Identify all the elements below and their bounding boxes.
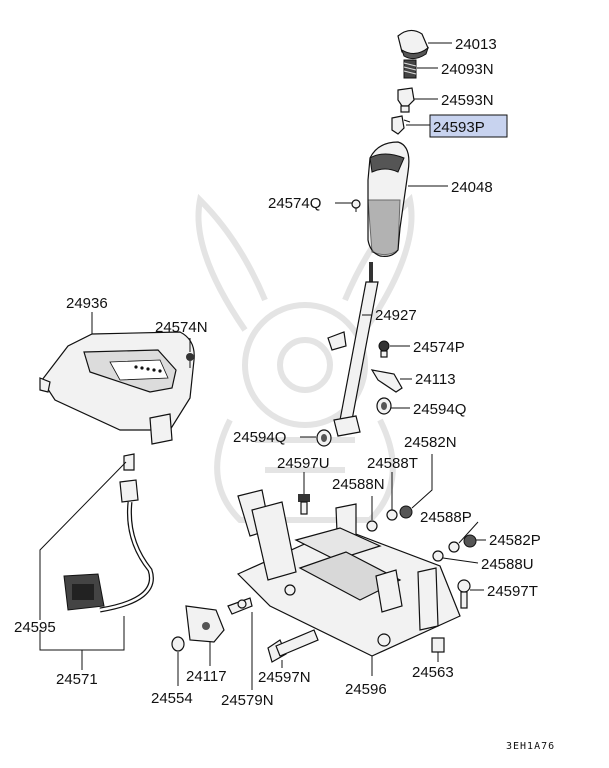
clip-part bbox=[391, 115, 411, 135]
screw-24574q-part bbox=[351, 199, 361, 212]
label-24588t[interactable]: 24588T bbox=[367, 455, 418, 472]
label-24593p[interactable]: 24593P bbox=[433, 119, 485, 136]
knob-button-part bbox=[397, 29, 429, 60]
label-24588n[interactable]: 24588N bbox=[332, 476, 385, 493]
label-24594q-right[interactable]: 24594Q bbox=[413, 401, 466, 418]
wiring-harness-part bbox=[63, 453, 154, 613]
diagram-code: 3EH1A76 bbox=[506, 741, 555, 752]
label-24597n[interactable]: 24597N bbox=[258, 669, 311, 686]
label-24013[interactable]: 24013 bbox=[455, 36, 497, 53]
nut-24588u-part bbox=[432, 550, 444, 562]
screw-24574n-part bbox=[186, 353, 194, 368]
label-24936[interactable]: 24936 bbox=[66, 295, 108, 312]
nut-24582n-part bbox=[399, 505, 413, 519]
label-24563[interactable]: 24563 bbox=[412, 664, 454, 681]
shift-lever-part bbox=[327, 262, 379, 437]
nut-24582p-part bbox=[463, 534, 477, 548]
label-24554[interactable]: 24554 bbox=[151, 690, 193, 707]
indicator-panel-part bbox=[39, 331, 195, 445]
label-24588u[interactable]: 24588U bbox=[481, 556, 534, 573]
shift-knob-part bbox=[367, 141, 410, 257]
bushing-left-part bbox=[316, 429, 332, 447]
label-24048[interactable]: 24048 bbox=[451, 179, 493, 196]
label-24579n[interactable]: 24579N bbox=[221, 692, 274, 709]
label-24574p[interactable]: 24574P bbox=[413, 339, 465, 356]
part-labels: 24013 24093N 24593N 24593P 24048 24574Q … bbox=[14, 36, 555, 752]
watermark-emblem bbox=[195, 193, 415, 523]
cap-24563-part bbox=[431, 637, 445, 653]
label-24571[interactable]: 24571 bbox=[56, 671, 98, 688]
label-24582p[interactable]: 24582P bbox=[489, 532, 541, 549]
label-24582n[interactable]: 24582N bbox=[404, 434, 457, 451]
washer-24554-part bbox=[171, 636, 185, 652]
bolt-24574p-part bbox=[378, 340, 390, 358]
nut-24588t-part bbox=[386, 509, 398, 521]
label-24597t[interactable]: 24597T bbox=[487, 583, 538, 600]
bolt-24597t-part bbox=[457, 579, 471, 609]
bracket-24117-part bbox=[185, 605, 225, 643]
bolt-24597u-part bbox=[298, 494, 310, 515]
spring-part bbox=[403, 59, 417, 79]
pin-24579n-part bbox=[227, 597, 253, 615]
base-bracket-part bbox=[236, 489, 461, 657]
label-24593n[interactable]: 24593N bbox=[441, 92, 494, 109]
label-24588p[interactable]: 24588P bbox=[420, 509, 472, 526]
nut-24588p-part bbox=[448, 541, 460, 553]
label-24113[interactable]: 24113 bbox=[415, 371, 456, 388]
label-24574n[interactable]: 24574N bbox=[155, 319, 208, 336]
label-24594q-left[interactable]: 24594Q bbox=[233, 429, 286, 446]
label-24596[interactable]: 24596 bbox=[345, 681, 387, 698]
push-rod-part bbox=[397, 87, 415, 113]
bracket-24113-part bbox=[370, 369, 403, 393]
nut-24588n-part bbox=[366, 520, 378, 532]
label-24117[interactable]: 24117 bbox=[186, 668, 227, 685]
label-24597u[interactable]: 24597U bbox=[277, 455, 330, 472]
bushing-right-part bbox=[376, 397, 392, 415]
label-24593p-highlight bbox=[429, 114, 508, 138]
label-24093n[interactable]: 24093N bbox=[441, 61, 494, 78]
label-24595[interactable]: 24595 bbox=[14, 619, 56, 636]
label-24927[interactable]: 24927 bbox=[375, 307, 417, 324]
label-24574q[interactable]: 24574Q bbox=[268, 195, 321, 212]
bolt-24597n-part bbox=[267, 629, 319, 663]
